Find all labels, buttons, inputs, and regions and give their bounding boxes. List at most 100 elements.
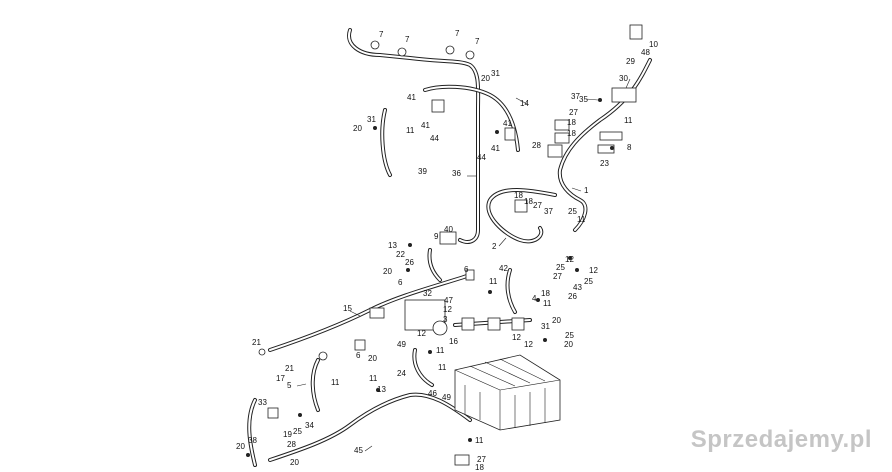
callout-44: 44 — [430, 134, 439, 143]
callout-9: 9 — [434, 232, 439, 241]
callout-4: 4 — [532, 294, 537, 303]
callout-39: 39 — [418, 167, 427, 176]
callout-31: 31 — [367, 115, 376, 124]
callout-29: 29 — [626, 57, 635, 66]
callout-18: 18 — [567, 118, 576, 127]
callout-3: 3 — [443, 315, 448, 324]
callout-28: 28 — [287, 440, 296, 449]
callout-40: 40 — [444, 225, 453, 234]
callout-20: 20 — [236, 442, 245, 451]
callout-11: 11 — [438, 363, 447, 372]
callout-43: 43 — [573, 283, 582, 292]
callout-20: 20 — [564, 340, 573, 349]
fuse-16 — [432, 320, 448, 336]
callout-25: 25 — [565, 331, 574, 340]
callout-12: 12 — [565, 255, 574, 264]
connector-10 — [629, 24, 643, 40]
callout-20: 20 — [552, 316, 561, 325]
callout-12: 12 — [443, 305, 452, 314]
clip-7c — [445, 45, 455, 55]
callout-18: 18 — [475, 463, 484, 472]
callout-11: 11 — [475, 436, 484, 445]
watermark-logo: Sprzedajemy.pl — [690, 426, 872, 453]
callout-1: 1 — [584, 186, 589, 195]
callout-5: 5 — [287, 381, 292, 390]
callout-16: 16 — [449, 337, 458, 346]
connector-9 — [439, 231, 457, 245]
clip-7b — [397, 47, 407, 57]
callout-20: 20 — [481, 74, 490, 83]
callout-11: 11 — [624, 116, 633, 125]
callout-21: 21 — [285, 364, 294, 373]
callout-27: 27 — [533, 201, 542, 210]
clip-6 — [354, 339, 366, 351]
callout-14: 14 — [520, 99, 529, 108]
callout-37: 37 — [544, 207, 553, 216]
callout-30: 30 — [619, 74, 628, 83]
clip-27d — [454, 454, 470, 466]
clip-23 — [597, 144, 615, 154]
callout-11: 11 — [406, 126, 415, 135]
callout-8: 8 — [627, 143, 632, 152]
callout-27: 27 — [569, 108, 578, 117]
callout-37: 37 — [571, 92, 580, 101]
callout-12: 12 — [417, 329, 426, 338]
callout-28: 28 — [532, 141, 541, 150]
callout-7: 7 — [405, 35, 410, 44]
callout-24: 24 — [397, 369, 406, 378]
fuse-holder-c — [511, 317, 525, 331]
clip-7d — [465, 50, 475, 60]
callout-15: 15 — [343, 304, 352, 313]
fuse-holder-b — [487, 317, 501, 331]
callout-2: 2 — [492, 242, 497, 251]
callout-48: 48 — [641, 48, 650, 57]
clip-18c — [514, 199, 528, 213]
callout-35: 35 — [579, 95, 588, 104]
callout-26: 26 — [568, 292, 577, 301]
callout-44: 44 — [477, 153, 486, 162]
callout-11: 11 — [543, 299, 552, 308]
clip-27 — [554, 119, 570, 131]
terminal-21 — [318, 351, 328, 361]
callout-49: 49 — [397, 340, 406, 349]
clip-41b — [431, 99, 445, 113]
callout-18: 18 — [541, 289, 550, 298]
callout-26: 26 — [405, 258, 414, 267]
clip-17 — [267, 407, 279, 419]
callout-6: 6 — [356, 351, 361, 360]
callout-34: 34 — [305, 421, 314, 430]
callout-labels: 7 7 7 7 10 48 29 30 35 31 20 14 41 37 27… — [236, 29, 658, 472]
callout-25: 25 — [293, 427, 302, 436]
callout-20: 20 — [353, 124, 362, 133]
callout-11: 11 — [369, 374, 378, 383]
callout-7: 7 — [455, 29, 460, 38]
callout-23: 23 — [600, 159, 609, 168]
battery-pack — [454, 354, 561, 431]
callout-32: 32 — [423, 289, 432, 298]
callout-6: 6 — [464, 265, 469, 274]
callout-25: 25 — [568, 207, 577, 216]
callout-20: 20 — [368, 354, 377, 363]
callout-13: 13 — [388, 241, 397, 250]
callout-18: 18 — [524, 197, 533, 206]
clip-18 — [554, 132, 570, 144]
callout-11: 11 — [489, 277, 498, 286]
callout-21: 21 — [252, 338, 261, 347]
callout-41: 41 — [503, 119, 512, 128]
callout-31: 31 — [491, 69, 500, 78]
callout-11: 11 — [577, 215, 586, 224]
callout-41: 41 — [491, 144, 500, 153]
callout-12: 12 — [524, 340, 533, 349]
callout-7: 7 — [475, 37, 480, 46]
callout-31: 31 — [541, 322, 550, 331]
callout-12: 12 — [512, 333, 521, 342]
callout-7: 7 — [379, 30, 384, 39]
callout-20: 20 — [290, 458, 299, 467]
clip-7a — [370, 40, 380, 50]
components — [258, 24, 643, 466]
callout-20: 20 — [383, 267, 392, 276]
callout-10: 10 — [649, 40, 658, 49]
grommet-15 — [369, 307, 385, 319]
clip-41 — [504, 127, 516, 141]
